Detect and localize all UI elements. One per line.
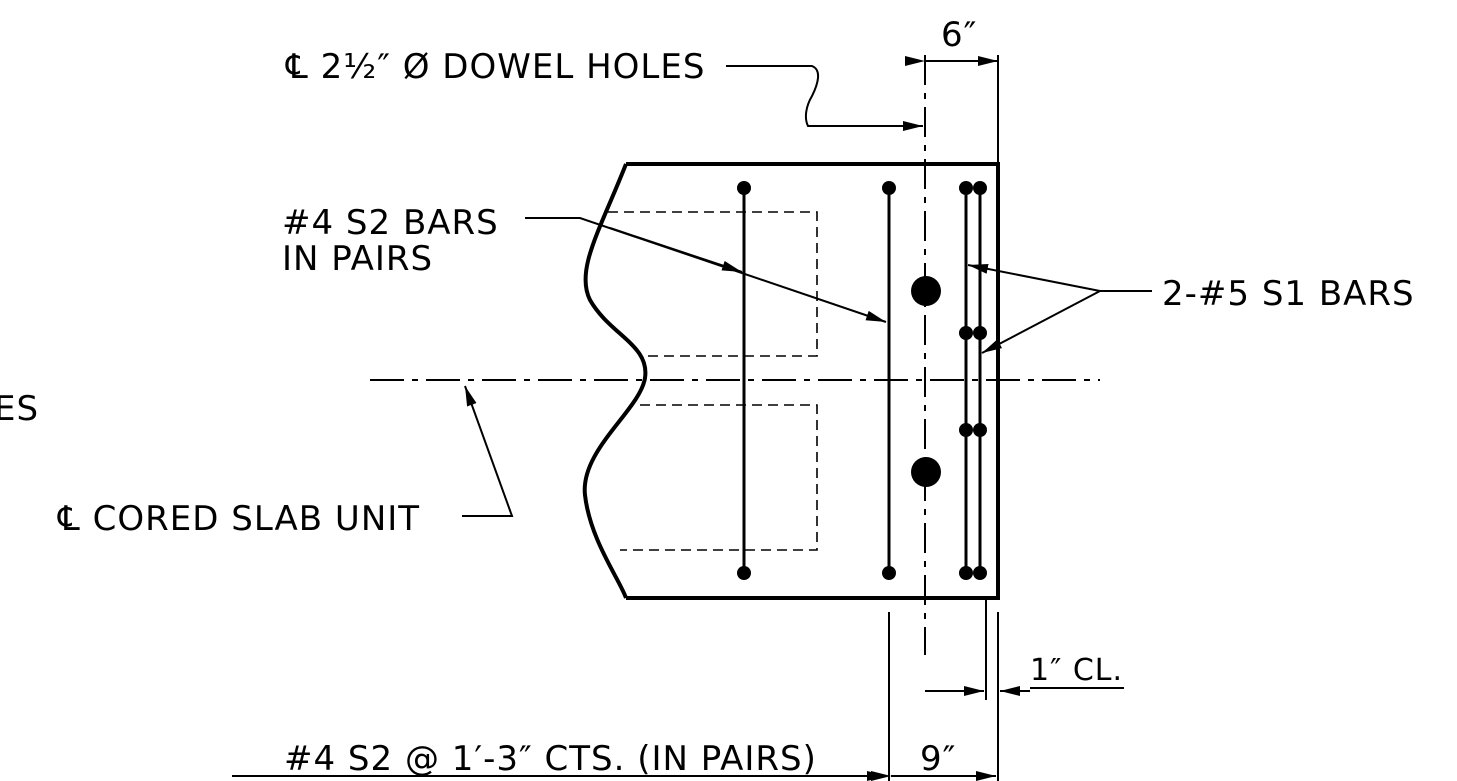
dowel-hole-lower [911,457,941,487]
truncated-label: ES [0,389,39,429]
dimension-1in-clear [925,598,1124,700]
break-line [582,163,648,599]
s2-bars-leader [525,217,887,323]
clear-cover-label: 1″ CL. [1030,653,1123,688]
s2-bars-label-line1: #4 S2 BARS [282,203,499,243]
s1-bars-leader [967,263,1152,354]
dim-6-label: 6″ [941,15,977,55]
dowel-holes-leader [726,65,923,131]
s2-bar-right [882,181,896,580]
hidden-void-lower [620,404,818,551]
s1-bars-label: 2-#5 S1 BARS [1162,274,1415,314]
dim-9-label: 9″ [920,739,956,779]
s1-bars [959,181,987,580]
s2-bars-label-line2: IN PAIRS [282,239,433,279]
hidden-void-upper [608,211,818,357]
s2-spacing-label: #4 S2 @ 1′-3″ CTS. (IN PAIRS) [284,739,817,779]
s2-bar-left [737,181,751,580]
dowel-holes-label: ℄ 2½″ Ø DOWEL HOLES [285,47,705,87]
cored-slab-leader [462,385,514,517]
dimension-6in [905,55,999,164]
bottom-dimension-chain [232,612,999,781]
dowel-hole-upper [911,276,941,306]
s2-bars-leader-branch [609,227,743,273]
cored-slab-label: ℄ CORED SLAB UNIT [57,499,420,539]
